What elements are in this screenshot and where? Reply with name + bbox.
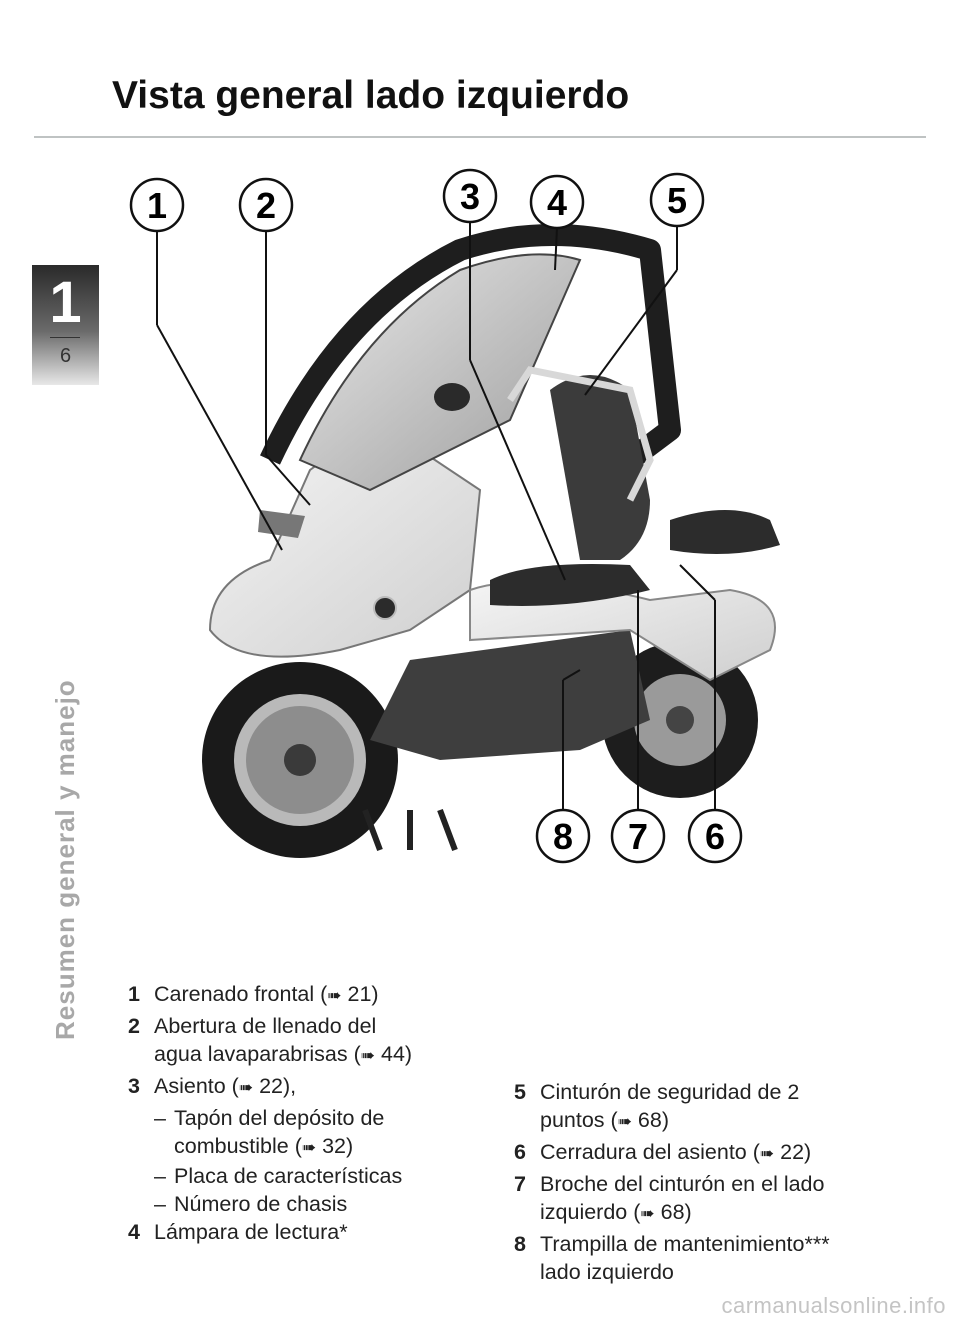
windshield: [298, 253, 582, 492]
section-title-vertical: Resumen general y manejo: [50, 679, 80, 1040]
legend-subitem: – Tapón del depósito de combustible (➠ 3…: [154, 1106, 385, 1158]
arrow-icon: ➠: [360, 1046, 376, 1065]
svg-text:6: 6: [705, 816, 725, 857]
scooter-illustration: 1 2 3 4 5 6 7 8: [129, 168, 780, 864]
callout-1: 1: [129, 177, 185, 233]
floorboard: [370, 630, 650, 760]
turn-indicator: [258, 510, 305, 538]
front-wheel: [202, 662, 398, 858]
callout-2: 2: [238, 177, 294, 233]
chapter-divider: [50, 337, 80, 338]
svg-text:7: 7: [628, 816, 648, 857]
callout-8: 8: [535, 808, 591, 864]
legend-item-1: 1 Carenado frontal (➠ 21): [128, 982, 379, 1006]
svg-text:4: 4: [547, 182, 567, 223]
legend-left: 1 Carenado frontal (➠ 21) 2 Abertura de …: [128, 980, 488, 1248]
legend-item-4: 4 Lámpara de lectura*: [128, 1220, 348, 1244]
legend-item-7: 7 Broche del cinturón en el lado izquier…: [514, 1172, 825, 1224]
callout-3: 3: [442, 168, 498, 224]
legend-item-5: 5 Cinturón de seguridad de 2 puntos (➠ 6…: [514, 1080, 800, 1132]
seat: [490, 375, 780, 606]
mirror: [434, 383, 470, 411]
callout-6: 6: [687, 808, 743, 864]
arrow-icon: ➠: [327, 986, 342, 1005]
svg-text:8: 8: [553, 816, 573, 857]
legend-right: 5 Cinturón de seguridad de 2 puntos (➠ 6…: [514, 1078, 874, 1288]
svg-text:2: 2: [256, 185, 276, 226]
arrow-icon: ➠: [759, 1144, 775, 1163]
leader-lines: [156, 212, 716, 810]
roof-frame: [260, 224, 681, 469]
arrow-icon: ➠: [617, 1112, 632, 1131]
svg-text:3: 3: [460, 176, 480, 217]
arrow-icon: ➠: [238, 1078, 254, 1097]
chapter-tab: 1 6: [32, 265, 99, 385]
legend-subitem: – Número de chasis: [154, 1192, 348, 1216]
callout-4: 4: [529, 174, 585, 230]
legend-subitem: – Placa de características: [154, 1164, 403, 1188]
callout-7: 7: [610, 808, 666, 864]
arrow-icon: ➠: [640, 1204, 655, 1223]
legend-item-8: 8 Trampilla de mantenimiento*** lado izq…: [514, 1232, 830, 1284]
bmw-logo: [373, 596, 397, 620]
legend-item-2: 2 Abertura de llenado del agua lavaparab…: [128, 1014, 413, 1066]
backrest-frame: [507, 366, 654, 502]
page-number: 6: [59, 345, 72, 367]
svg-text:5: 5: [667, 180, 687, 221]
arrow-icon: ➠: [301, 1138, 317, 1157]
callout-5: 5: [649, 172, 705, 228]
svg-text:1: 1: [147, 185, 167, 226]
legend-item-3: 3 Asiento (➠ 22),: [128, 1074, 297, 1098]
center-stand: [362, 808, 458, 852]
legend-item-6: 6 Cerradura del asiento (➠ 22): [514, 1140, 812, 1164]
watermark: carmanualsonline.info: [721, 1293, 946, 1318]
chapter-number: 1: [49, 270, 82, 335]
page-title: Vista general lado izquierdo: [112, 74, 630, 117]
title-divider: [34, 136, 926, 138]
